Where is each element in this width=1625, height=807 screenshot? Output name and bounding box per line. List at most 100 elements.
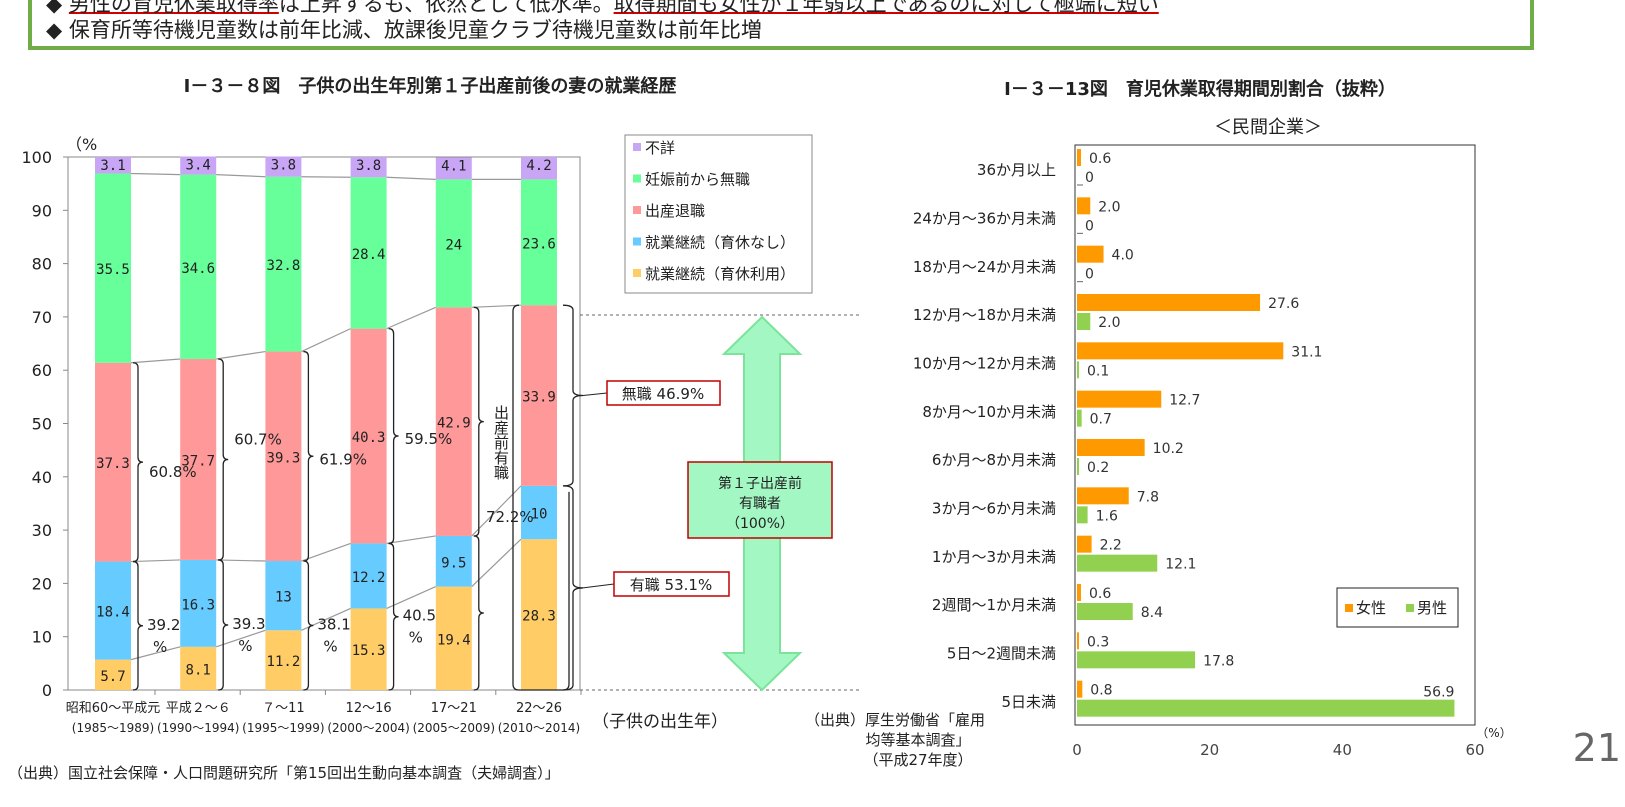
category-label: 3か月～6か月未満	[932, 500, 1056, 518]
employed-box	[613, 571, 730, 597]
category-label: 24か月～36か月未満	[913, 210, 1056, 228]
connector-line	[216, 559, 266, 562]
bar-segment	[180, 174, 217, 360]
x-tick-sublabel: (2005～2009)	[413, 721, 495, 735]
category-label: 6か月～8か月未満	[932, 451, 1056, 469]
bar-segment	[350, 543, 387, 609]
x-tick-sublabel: (1990～1994)	[157, 721, 239, 735]
bar-value-label: 4.2	[526, 158, 551, 174]
x-tick-label: 17～21	[431, 701, 477, 716]
bar-value-label: 15.3	[352, 643, 386, 659]
category-label: 10か月～12か月未満	[913, 355, 1056, 373]
continue-share-label: 40.5%	[403, 607, 436, 647]
bar-value-label: 2.0	[1098, 315, 1120, 331]
employed-before-label: 出産前有職	[492, 405, 510, 480]
quit-bracket	[388, 327, 399, 545]
bar-segment	[95, 157, 131, 174]
bar-female	[1077, 342, 1284, 360]
chart-source: 均等基本調査」	[865, 731, 970, 749]
connector-line	[301, 176, 351, 178]
chart-title: Ⅰ－３－８図 子供の出生年別第１子出産前後の妻の就業経歴	[184, 75, 677, 97]
bar-male	[1077, 506, 1088, 524]
bar-value-label: 16.3	[181, 597, 215, 613]
legend-swatch	[633, 174, 641, 183]
connector-line	[130, 172, 181, 176]
connector-line	[386, 535, 436, 545]
unemployed-box-label: 無職 46.9%	[622, 385, 704, 403]
legend-swatch	[633, 269, 641, 277]
bar-value-label: 12.7	[1169, 393, 1200, 409]
connector-line	[216, 629, 266, 648]
legend-swatch	[1345, 604, 1353, 612]
bar-value-label: 10.2	[1153, 441, 1184, 457]
chart-source: （出典）国立社会保障・人口問題研究所「第15回出生動向基本調査（夫婦調査）」	[8, 764, 560, 782]
bar-segment	[180, 359, 217, 560]
x-tick-label: 22～26	[516, 701, 562, 716]
bar-female	[1077, 294, 1261, 311]
pointer-line	[582, 583, 615, 589]
legend-label: 男性	[1417, 599, 1447, 617]
bar-value-label: 12.1	[1165, 557, 1196, 573]
quit-bracket	[218, 358, 229, 561]
employed-before-value: 72.2%	[486, 508, 534, 526]
bar-segment	[521, 179, 557, 306]
bar-female	[1077, 535, 1092, 553]
connector-line	[216, 350, 266, 360]
connector-line	[386, 586, 437, 609]
bar-segment	[95, 173, 131, 363]
continue-bracket	[303, 560, 314, 691]
y-tick-label: 10	[32, 628, 52, 647]
x-tick-label: 0	[1072, 741, 1082, 759]
bar-value-label: 9.5	[441, 555, 466, 571]
arrow-box-label: 第１子出産前	[718, 475, 802, 492]
bar-value-label: 0.3	[1087, 634, 1109, 650]
bar-value-label: 3.1	[100, 158, 125, 174]
arrow-box-label: 有職者	[739, 496, 781, 512]
category-label: 5日～2週間未満	[947, 645, 1056, 663]
bar-value-label: 3.8	[271, 157, 296, 173]
bar-segment	[265, 351, 302, 562]
bar-value-label: 19.4	[437, 632, 471, 648]
y-tick-label: 50	[32, 415, 52, 434]
connector-line	[301, 542, 351, 562]
y-tick-label: 80	[32, 255, 52, 274]
bar-segment	[265, 561, 302, 631]
quit-share-label: 60.8%	[149, 463, 197, 481]
bar-female	[1077, 487, 1129, 505]
legend-label: 就業継続（育休利用）	[645, 265, 795, 283]
bar-value-label: 8.1	[186, 662, 211, 678]
x-axis-label: （子供の出生年）	[592, 712, 728, 732]
legend-label: 妊娠前から無職	[645, 171, 750, 189]
summary-box: ◆ 男性の育児休業取得率は上昇するも、依然として低水準。取得期間も女性が１年弱以…	[28, 0, 1534, 50]
x-tick-label: 平成２～６	[166, 701, 231, 716]
x-tick-label: 60	[1465, 741, 1484, 759]
plot-frame	[1074, 144, 1476, 726]
bar-value-label: 3.8	[356, 158, 381, 174]
bar-value-label: 7.8	[1137, 489, 1159, 505]
bar-value-label: 0	[1085, 267, 1094, 283]
summary-text: 保育所等待機児童数は前年比減、放課後児童クラブ待機児童数は前年比増	[68, 18, 762, 42]
x-tick-sublabel: (2010～2014)	[498, 721, 580, 735]
bar-value-label: 37.3	[96, 456, 130, 472]
bar-value-label: 31.1	[1291, 344, 1322, 360]
bar-segment	[435, 179, 472, 308]
category-label: 1か月～3か月未満	[932, 548, 1056, 566]
bar-value-label: 39.3	[267, 450, 301, 466]
bar-female	[1077, 390, 1162, 408]
bar-segment	[521, 539, 557, 690]
bar-segment	[95, 362, 131, 562]
bullet-icon: ◆	[46, 18, 63, 42]
bar-segment	[95, 561, 131, 660]
x-tick-sublabel: (2000～2004)	[327, 721, 409, 735]
bar-value-label: 5.7	[100, 669, 125, 685]
continue-bracket	[388, 542, 399, 691]
bar-value-label: 32.8	[267, 258, 301, 274]
bar-male	[1077, 699, 1455, 717]
bar-value-label: 12.2	[352, 570, 386, 586]
legend-label: 不詳	[645, 139, 675, 157]
bar-segment	[521, 305, 557, 486]
x-tick-sublabel: (1995～1999)	[242, 721, 324, 735]
category-label: 5日未満	[1001, 693, 1056, 711]
bar-value-label: 37.7	[181, 453, 215, 469]
bar-value-label: 0.6	[1089, 151, 1111, 167]
